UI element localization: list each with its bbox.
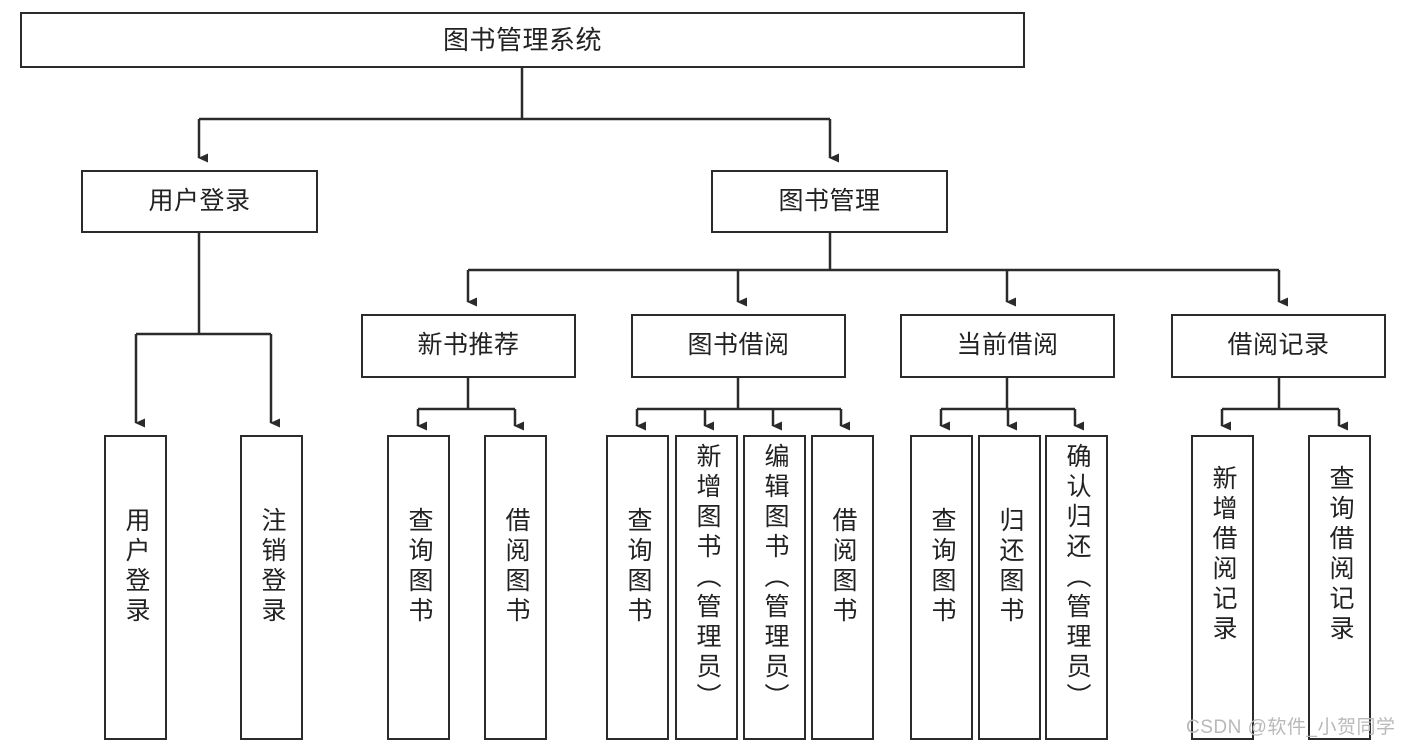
node-user-login[interactable]: 用户登录 <box>81 170 318 233</box>
leaf-query-book-current[interactable]: 查询图书 <box>910 435 973 740</box>
node-new-book-recommendation[interactable]: 新书推荐 <box>361 314 576 378</box>
leaf-add-book-admin[interactable]: 新增图书（管理员） <box>675 435 738 740</box>
leaf-edit-book-admin[interactable]: 编辑图书（管理员） <box>743 435 806 740</box>
node-label: 新增图书（管理员） <box>693 443 721 713</box>
node-label: 新书推荐 <box>417 331 520 360</box>
leaf-user-login[interactable]: 用户登录 <box>104 435 167 740</box>
node-label: 当前借阅 <box>956 331 1059 360</box>
leaf-borrow-book[interactable]: 借阅图书 <box>811 435 874 740</box>
node-label: 图书借阅 <box>687 331 790 360</box>
node-label: 查询图书 <box>624 507 652 627</box>
node-label: 图书管理系统 <box>442 24 602 55</box>
node-label: 确认归还（管理员） <box>1063 443 1091 713</box>
node-label: 归还图书 <box>996 507 1024 627</box>
node-label: 借阅图书 <box>502 507 530 627</box>
node-label: 新增借阅记录 <box>1209 465 1237 645</box>
node-label: 用户登录 <box>148 186 251 215</box>
leaf-query-borrow-record[interactable]: 查询借阅记录 <box>1308 435 1371 740</box>
leaf-query-book-recommendation[interactable]: 查询图书 <box>387 435 450 740</box>
leaf-borrow-book-recommendation[interactable]: 借阅图书 <box>484 435 547 740</box>
node-label: 查询图书 <box>928 507 956 627</box>
node-book-borrow[interactable]: 图书借阅 <box>631 314 846 378</box>
node-label: 编辑图书（管理员） <box>761 443 789 713</box>
node-label: 图书管理 <box>778 186 881 215</box>
node-borrow-record[interactable]: 借阅记录 <box>1171 314 1386 378</box>
node-label: 借阅记录 <box>1227 331 1330 360</box>
leaf-query-book-borrow[interactable]: 查询图书 <box>606 435 669 740</box>
node-label: 借阅图书 <box>829 507 857 627</box>
leaf-confirm-return-admin[interactable]: 确认归还（管理员） <box>1045 435 1108 740</box>
node-current-borrow[interactable]: 当前借阅 <box>900 314 1115 378</box>
node-label: 查询图书 <box>405 507 433 627</box>
node-root-system[interactable]: 图书管理系统 <box>20 12 1025 68</box>
leaf-return-book[interactable]: 归还图书 <box>978 435 1041 740</box>
leaf-add-borrow-record[interactable]: 新增借阅记录 <box>1191 435 1254 740</box>
csdn-watermark: CSDN @软件_小贺同学 <box>1186 717 1396 738</box>
node-book-manage[interactable]: 图书管理 <box>711 170 948 233</box>
node-label: 查询借阅记录 <box>1326 465 1354 645</box>
leaf-logout-login[interactable]: 注销登录 <box>240 435 303 740</box>
node-label: 用户登录 <box>122 507 150 627</box>
node-label: 注销登录 <box>258 507 286 627</box>
